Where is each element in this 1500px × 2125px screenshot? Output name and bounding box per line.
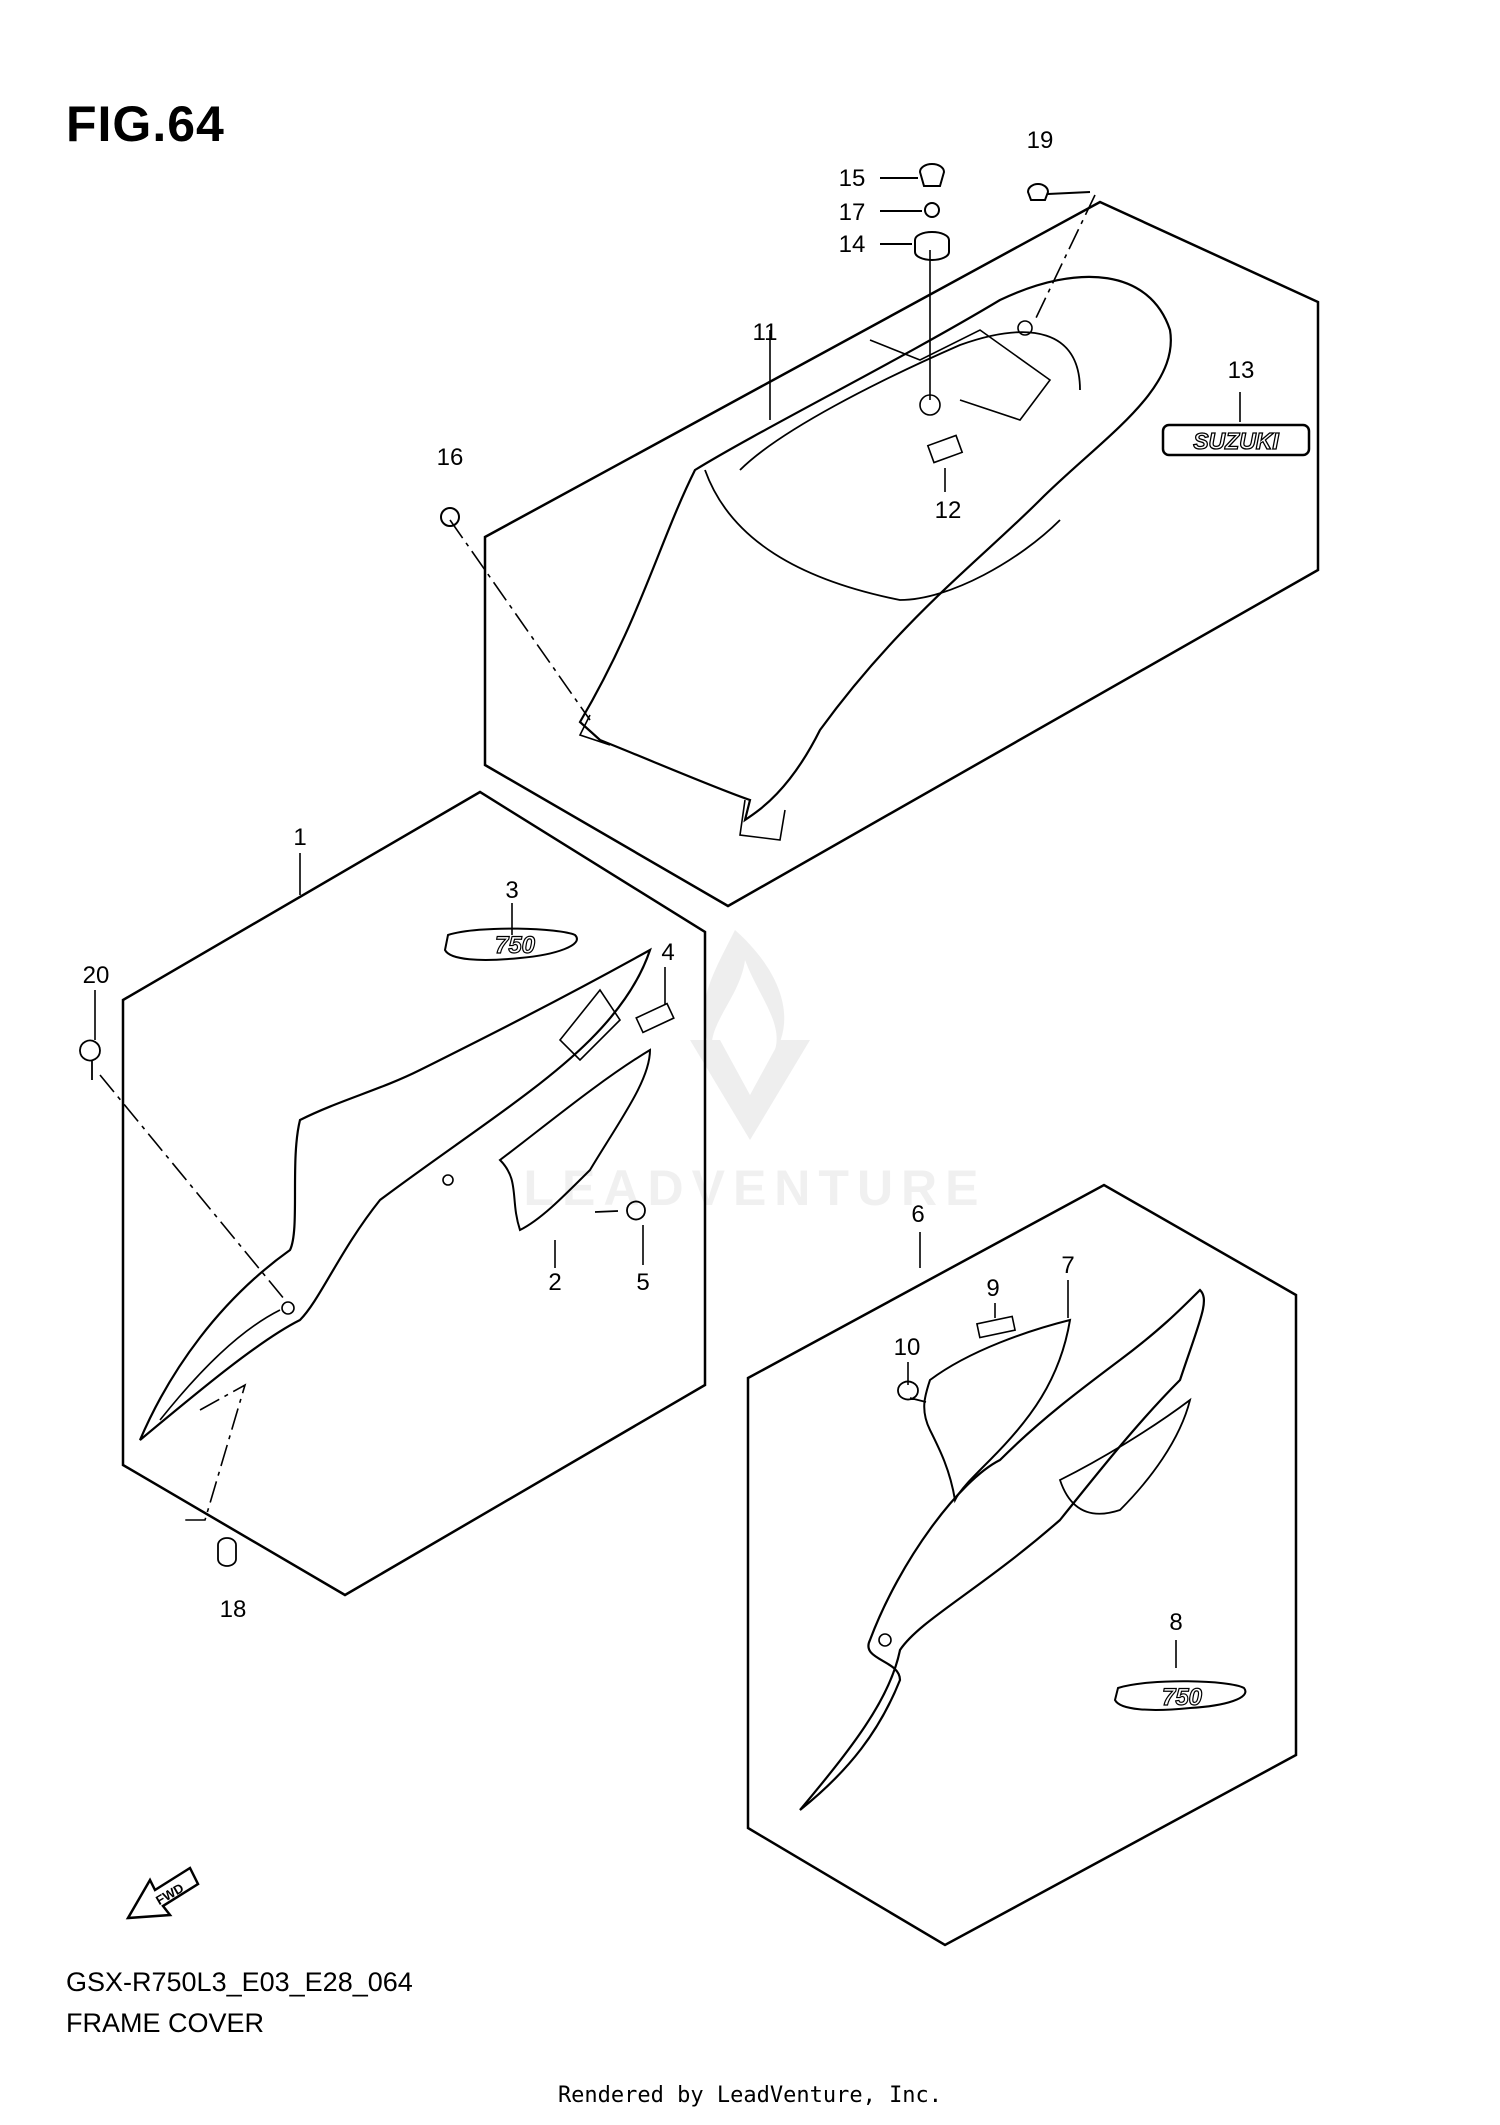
screw-10-icon (897, 1380, 927, 1403)
tail-cover-shape (578, 275, 1172, 823)
callout-3: 3 (505, 877, 518, 904)
screw-20-icon (79, 1039, 101, 1080)
callout-20: 20 (83, 962, 110, 989)
left-frame-cover-group (79, 790, 707, 1597)
callout-labels: 1 2 3 4 5 6 7 8 9 10 11 12 13 14 15 16 1… (83, 127, 1255, 1636)
emblem-750-b-frame (1113, 1680, 1247, 1711)
emblem-750-a-frame (443, 927, 578, 961)
right-frame-cover-group (746, 1183, 1298, 1947)
inner-cover-7-shape (923, 1318, 1072, 1504)
section-name: FRAME COVER (66, 2008, 265, 2038)
bolt-15-icon (918, 163, 946, 187)
emblem-750-a-text: 750 (495, 932, 536, 959)
left-cover-shape (138, 947, 652, 1441)
tail-cover-tab (578, 714, 611, 746)
callout-4: 4 (661, 939, 674, 966)
emblem-750-a: 750 (443, 927, 578, 961)
tail-cover-bracket (869, 329, 1052, 421)
v-logo-icon (690, 1040, 810, 1140)
suzuki-emblem-frame (1161, 423, 1311, 457)
callout-2: 2 (548, 1269, 561, 1296)
left-cover-edge (159, 1309, 281, 1421)
leader-19 (1047, 191, 1091, 195)
inner-cover-2-shape (498, 1048, 652, 1232)
top-fasteners (440, 163, 1091, 527)
tail-cover-box (483, 200, 1320, 908)
fwd-arrow-icon: FWD (125, 1866, 200, 1920)
screw-19-icon (1026, 183, 1050, 201)
right-cover-box (746, 1183, 1298, 1947)
callout-6: 6 (911, 1201, 924, 1228)
tail-cover-tab-2 (739, 799, 786, 841)
callout-1: 1 (293, 824, 306, 851)
flame-logo-icon (703, 930, 785, 1060)
tail-cover-group (449, 194, 1320, 908)
callout-8: 8 (1169, 1609, 1182, 1636)
emblem-750-b: 750 (1113, 1680, 1247, 1712)
callout-10: 10 (894, 1334, 921, 1361)
tail-cover-rim (739, 331, 1081, 471)
right-cover-shape (799, 1288, 1205, 1811)
fwd-arrow-shape (125, 1866, 200, 1920)
figure-title: FIG.64 (66, 96, 225, 152)
right-cover-hole (878, 1633, 892, 1647)
callout-12: 12 (935, 497, 962, 524)
callout-5: 5 (636, 1269, 649, 1296)
watermark: LEADVENTURE (523, 930, 986, 1216)
tail-cover-inner-edge (704, 469, 1061, 601)
callout-19: 19 (1027, 127, 1054, 154)
left-cover-box (121, 790, 707, 1597)
callout-11: 11 (753, 319, 778, 346)
clip-18-icon (217, 1537, 237, 1567)
leader-18-dash (180, 1383, 247, 1521)
callout-14: 14 (839, 231, 866, 258)
screw-5-icon (594, 1200, 646, 1221)
suzuki-emblem: SUZUKI (1161, 423, 1311, 457)
model-code: GSX-R750L3_E03_E28_064 (66, 1967, 413, 1997)
grommet-14-icon (914, 231, 950, 261)
tail-cover-hole-2 (1017, 320, 1033, 336)
callout-15: 15 (839, 165, 866, 192)
callout-13: 13 (1228, 357, 1255, 384)
emblem-750-b-text: 750 (1162, 1684, 1203, 1711)
callout-7: 7 (1061, 1252, 1074, 1279)
leader-16-dash (449, 519, 591, 721)
rendered-by-note: Rendered by LeadVenture, Inc. (557, 2083, 943, 2108)
left-cover-bracket (558, 988, 622, 1062)
decal-9 (975, 1315, 1017, 1339)
leader-20-dash (99, 1074, 286, 1301)
callout-18: 18 (220, 1596, 247, 1623)
watermark-text: LEADVENTURE (523, 1160, 986, 1216)
left-cover-hole-2 (442, 1174, 454, 1186)
label-plate-12 (926, 434, 964, 464)
clip-16-icon (440, 507, 460, 527)
leader-19-dash (1034, 194, 1096, 321)
right-cover-inner (1058, 1397, 1192, 1515)
decal-4 (635, 1002, 675, 1034)
callout-9: 9 (986, 1275, 999, 1302)
callout-17: 17 (839, 199, 866, 226)
callout-16: 16 (437, 444, 464, 471)
suzuki-emblem-text: SUZUKI (1193, 428, 1279, 454)
left-cover-hole (281, 1301, 295, 1315)
washer-17-icon (924, 202, 940, 218)
